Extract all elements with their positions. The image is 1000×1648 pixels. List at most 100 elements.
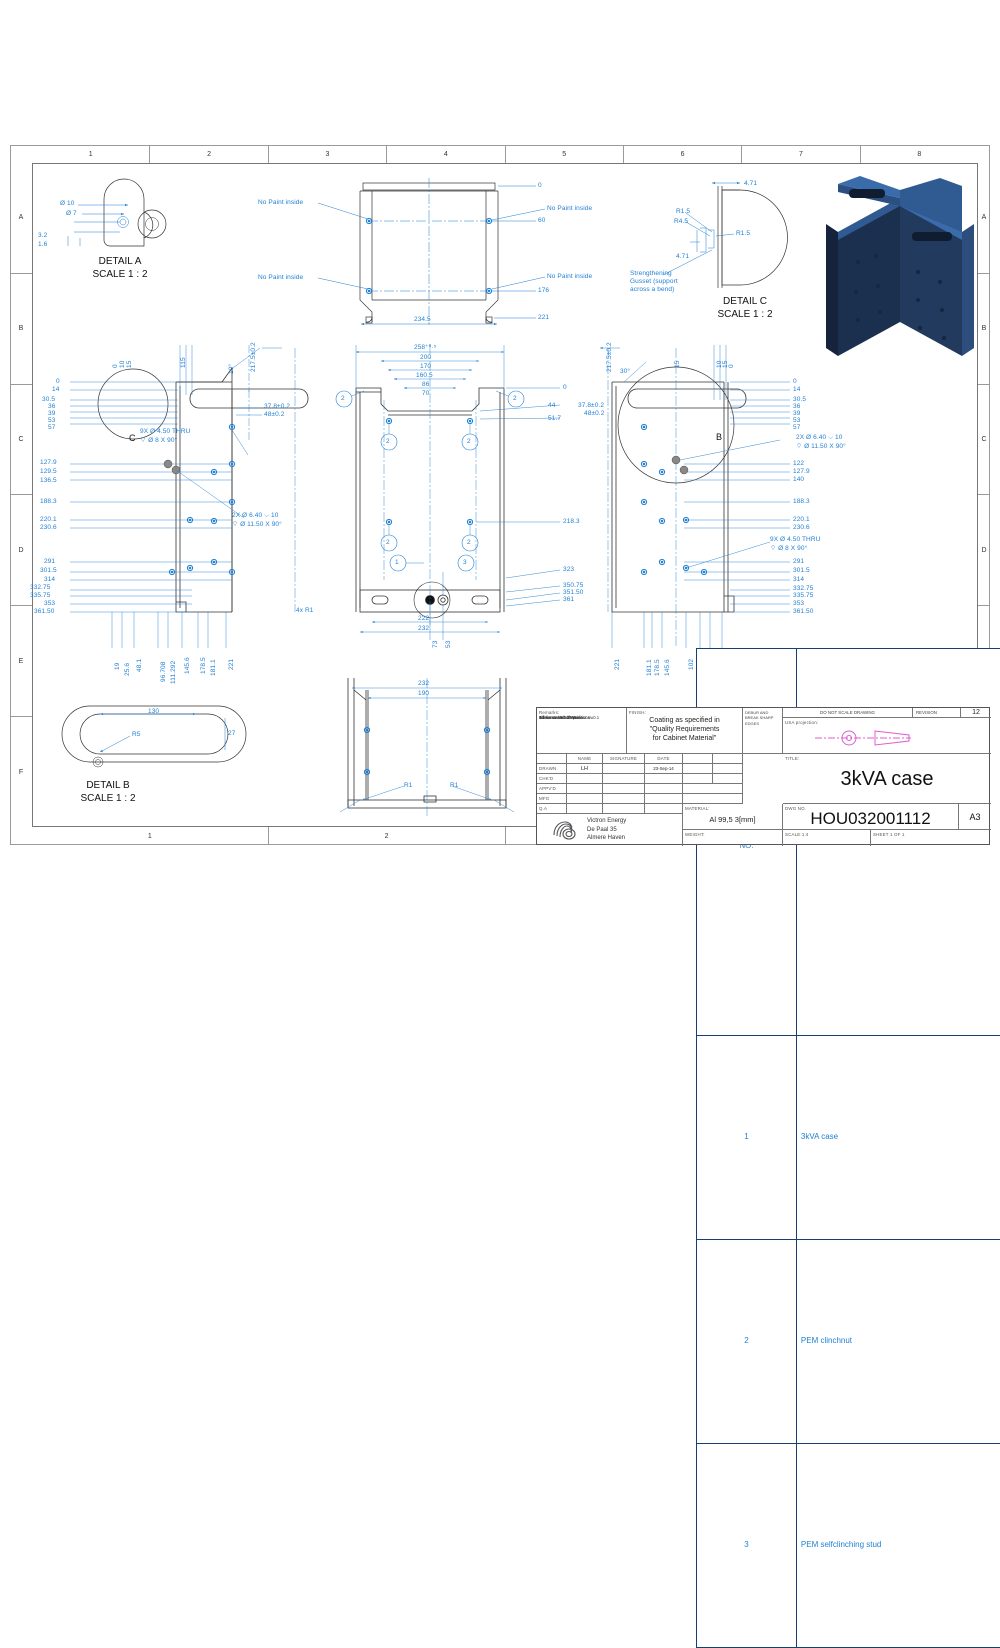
right-view-dim-2: 30.5 xyxy=(793,396,806,403)
right-view-dim-6: 57 xyxy=(793,424,800,431)
zone-left-d: D xyxy=(10,495,32,606)
left-view-dim-4: 39 xyxy=(48,410,55,417)
bottom-view-dim-1: 190 xyxy=(418,690,429,697)
bom-item-3-no: 3 xyxy=(697,1443,797,1647)
detail-c-title: DETAIL C SCALE 1 : 2 xyxy=(690,296,800,321)
title-label: TITLE: xyxy=(785,756,989,761)
do-not-scale-label: DO NOT SCALE DRAWING xyxy=(820,710,875,715)
center-view-rightdim-7: 361 xyxy=(563,596,574,603)
dwg-number: HOU032001112 xyxy=(783,809,958,829)
detail-b-dim-0: 130 xyxy=(148,708,159,715)
left-view-botdim-8: 221 xyxy=(228,659,235,670)
bottom-view-dim-2: R1 xyxy=(404,782,413,789)
remarks-cell: Remarks: Tolerance ISO 2768 class m unle… xyxy=(537,708,627,754)
zone-left-a: A xyxy=(10,163,32,274)
role-appvd: APPV'D xyxy=(537,784,567,794)
balloon-label-2: 2 xyxy=(386,438,390,445)
top-view-dim-4: 234.5 xyxy=(414,316,431,323)
spacer-f xyxy=(713,774,743,784)
balloon-label-0: 2 xyxy=(341,395,345,402)
detail-a-dim-1: Ø 7 xyxy=(66,210,77,217)
chkd-signature xyxy=(603,774,645,784)
bom-item-3-desc: PEM selfclinching stud xyxy=(796,1443,1000,1647)
zone-bottom-1: 1 xyxy=(32,827,269,845)
detail-c-dim-2: R4.5 xyxy=(674,218,688,225)
center-view-rightdim-9: 48±0.2 xyxy=(584,410,604,417)
balloon-label-4: 2 xyxy=(386,539,390,546)
right-view-dim-13: 291 xyxy=(793,558,804,565)
left-view-topdim-2: 15 xyxy=(126,361,133,368)
right-view-botdim-3: 145.6 xyxy=(664,659,671,676)
center-view-rightdim-5: 350.75 xyxy=(563,582,583,589)
deburr-cell: DEBUR AND BREAK SHARP EDGES xyxy=(743,708,783,754)
left-view-dim-0: 0 xyxy=(56,378,60,385)
center-view-botdim-2: 73 xyxy=(432,641,439,648)
left-view-section-mark: C xyxy=(129,433,136,443)
right-view-dim-16: 332.75 xyxy=(793,585,813,592)
scale-value: SCALE:1:4 xyxy=(785,832,809,837)
bottom-view-dim-3: R1 xyxy=(450,782,459,789)
zone-right-a: A xyxy=(978,163,990,274)
detail-a-dim-3: 1.6 xyxy=(38,241,47,248)
balloon-label-6: 1 xyxy=(395,559,399,566)
top-view-note-1: No Paint inside xyxy=(258,274,303,281)
appvd-name xyxy=(567,784,603,794)
finish-cell: FINISH: Coating as specified in "Quality… xyxy=(627,708,743,754)
scale-cell: SCALE:1:4 xyxy=(783,830,871,846)
col-header-signature: SIGNATURE xyxy=(603,754,645,764)
col-header-name: NAME xyxy=(567,754,603,764)
chkd-date xyxy=(645,774,683,784)
center-view-topdim-2: 200 xyxy=(420,354,431,361)
material-label: MATERIAL: xyxy=(685,806,780,811)
right-view-dim-10: 188.3 xyxy=(793,498,810,505)
left-view-dim-16: 332.75 xyxy=(30,584,50,591)
sheet-size-cell: A3 xyxy=(959,804,991,830)
spacer-g xyxy=(683,784,743,794)
right-view-dim-9: 140 xyxy=(793,476,804,483)
center-view-rightdim-1: 44 xyxy=(548,402,555,409)
appvd-signature xyxy=(603,784,645,794)
left-view-botdim-6: 178.5 xyxy=(200,657,207,674)
sheet-size: A3 xyxy=(969,812,980,822)
revision-label-cell: REVISION xyxy=(913,708,961,718)
drawing-title: 3kVA case xyxy=(783,768,991,791)
left-view-botdim-2: 48.1 xyxy=(136,659,143,672)
mfg-name xyxy=(567,794,603,804)
zone-right-c: C xyxy=(978,385,990,496)
center-view-rightdim-2: 51.7 xyxy=(548,415,561,422)
revision-value-cell: 12 xyxy=(961,708,991,718)
material-cell: MATERIAL: Al 99,5 3[mm] xyxy=(683,804,783,830)
zone-bottom-2: 2 xyxy=(269,827,506,845)
right-view-botdim-0: 221 xyxy=(614,659,621,670)
right-view-botdim-1: 181.1 xyxy=(646,659,653,676)
top-view-dim-2: 176 xyxy=(538,287,549,294)
right-view-topdim-2: 15 xyxy=(674,361,681,368)
center-view-rightdim-8: 37.8±0.2 xyxy=(578,402,604,409)
right-view-dim-15: 314 xyxy=(793,576,804,583)
detail-c-dim-4: 4.71 xyxy=(676,253,689,260)
appvd-date xyxy=(645,784,683,794)
center-view-rightdim-6: 351.50 xyxy=(563,589,583,596)
left-view-topdim-0: 0 xyxy=(112,364,119,368)
top-view-dim-0: 0 xyxy=(538,182,542,189)
sheet-count: SHEET 1 OF 1 xyxy=(873,832,905,837)
right-view-dim-14: 301.5 xyxy=(793,567,810,574)
balloon-label-5: 2 xyxy=(467,539,471,546)
center-view-topdim-5: 86 xyxy=(422,381,429,388)
center-view-topdim-6: 70 xyxy=(422,390,429,397)
company-address: Victron Energy De Paal 35 Almere Haven xyxy=(587,817,626,843)
role-qa: Q.A xyxy=(537,804,567,814)
center-view-botdim-3: 53 xyxy=(445,641,452,648)
detail-c-dim-0: 4.71 xyxy=(744,180,757,187)
company-block: Victron Energy De Paal 35 Almere Haven xyxy=(537,814,683,846)
right-view-topdim-5: 0 xyxy=(728,364,735,368)
remarks-line-3: All dimensions in mm xyxy=(539,715,579,721)
left-view-callout-0: 9X Ø 4.50 THRU ⌔ Ø 8 X 90° xyxy=(140,428,190,446)
right-view-section-mark: B xyxy=(716,432,722,442)
spacer-d xyxy=(713,764,743,774)
bom-row: 1 3kVA case HOU032001112 1 xyxy=(697,1035,1000,1239)
zone-left-e: E xyxy=(10,606,32,717)
right-view-dim-17: 335.75 xyxy=(793,592,813,599)
center-view-topdim-0: 258⁺⁰·⁵ xyxy=(414,343,436,351)
left-view-dim-3: 36 xyxy=(48,403,55,410)
